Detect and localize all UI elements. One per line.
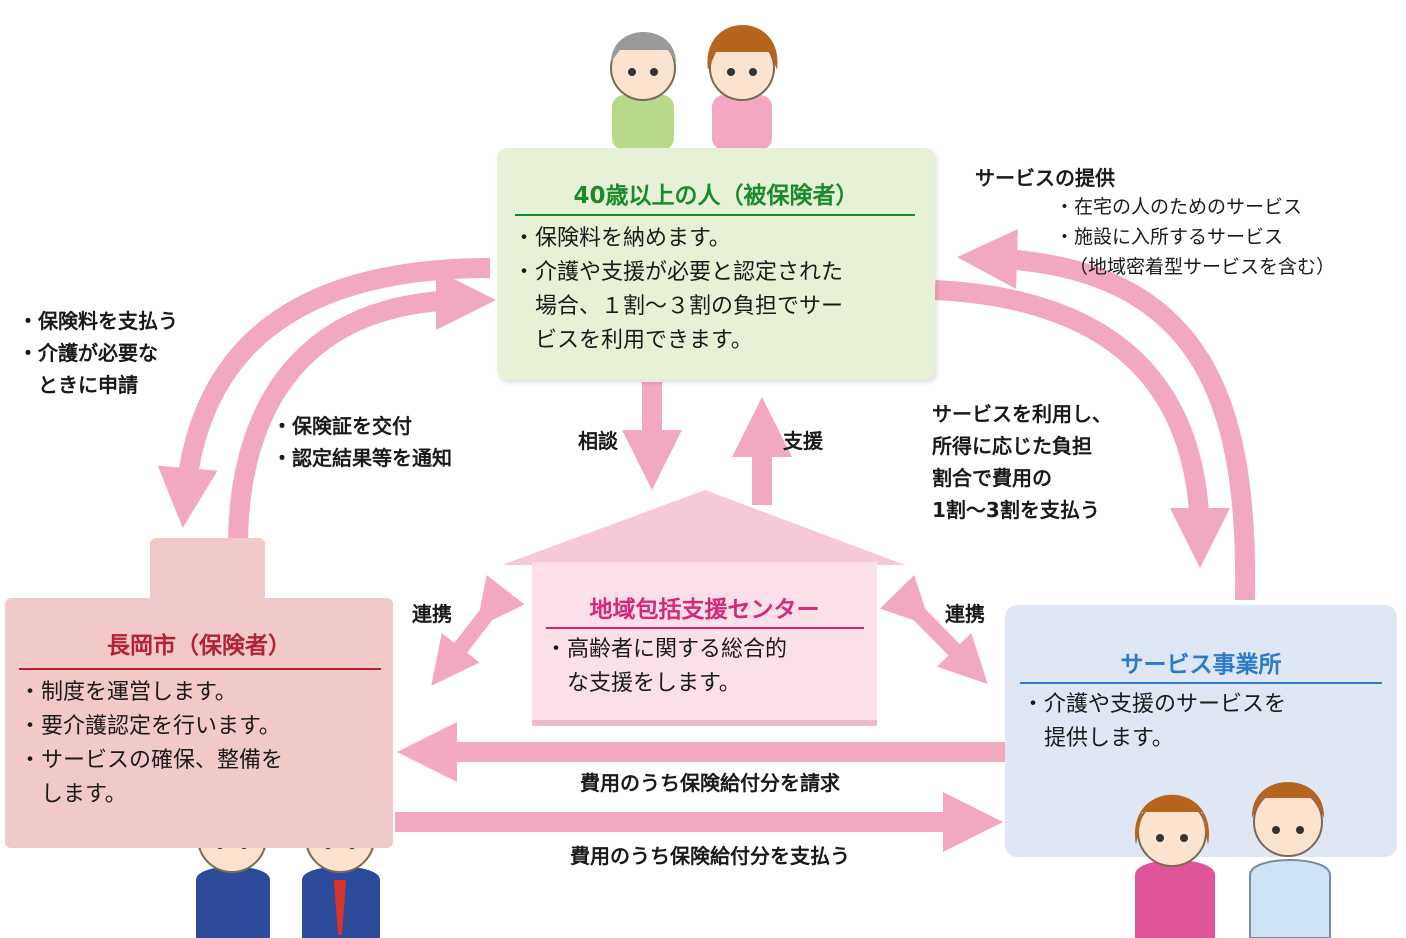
label-line: ・介護が必要な xyxy=(18,341,158,365)
center-line: ・高齢者に関する総合的 xyxy=(545,637,788,662)
label-line: 所得に応じた負担 xyxy=(932,434,1092,458)
provider-title: サービス事業所 xyxy=(1120,652,1282,678)
label-line: ・保険証を交付 xyxy=(272,414,412,438)
center-description: ・高齢者に関する総合的 な支援をします。 xyxy=(545,633,787,701)
city-building-top xyxy=(150,538,265,608)
arrow-insured-to-provider xyxy=(934,280,1230,568)
center-title-rule xyxy=(546,627,864,629)
city-box: 長岡市（保険者） ・制度を運営します。 ・要介護認定を行います。 ・サービスの確… xyxy=(5,598,393,848)
arrow-city-to-insured-outer xyxy=(157,258,491,528)
city-line: ・制度を運営します。 xyxy=(19,680,237,705)
provider-title-rule xyxy=(1020,682,1382,684)
insured-title: 40歳以上の人（被保険者） xyxy=(573,183,859,209)
arrow-cooperate-right xyxy=(879,574,988,684)
label-line: ・保険料を支払う xyxy=(18,309,178,333)
label-line: ・認定結果等を通知 xyxy=(272,446,452,470)
label-claim: 費用のうち保険給付分を請求 xyxy=(580,771,840,795)
city-title: 長岡市（保険者） xyxy=(107,633,291,659)
provider-staff-illustration xyxy=(1134,782,1331,938)
city-line: ・要介護認定を行います。 xyxy=(19,714,281,739)
label-consult: 相談 xyxy=(578,429,618,453)
insured-title-rule xyxy=(515,214,915,216)
label-line: ・在宅の人のためのサービス xyxy=(1055,196,1303,218)
insured-description: ・保険料を納めます。 ・介護や支援が必要と認定された 場合、１割～３割の負担でサ… xyxy=(513,222,843,358)
insured-line: ・保険料を納めます。 xyxy=(513,226,731,251)
insured-line: ・介護や支援が必要と認定された xyxy=(513,260,844,285)
city-title-rule xyxy=(19,668,381,670)
label-service-provision-items: ・在宅の人のためのサービス ・施設に入所するサービス （地域密着型サービスを含む… xyxy=(1055,192,1335,282)
arrow-provider-to-insured xyxy=(957,229,1256,601)
insured-line: ビスを利用できます。 xyxy=(513,328,753,353)
label-use-service: サービスを利用し、 所得に応じた負担 割合で費用の 1割～3割を支払う xyxy=(932,398,1112,526)
elderly-couple-illustration xyxy=(610,25,778,150)
provider-line: ・介護や支援のサービスを xyxy=(1022,692,1287,717)
label-support: 支援 xyxy=(783,429,823,453)
arrow-cooperate-left xyxy=(431,575,525,686)
city-description: ・制度を運営します。 ・要介護認定を行います。 ・サービスの確保、整備を します… xyxy=(19,676,283,812)
label-line: （地域密着型サービスを含む） xyxy=(1069,256,1336,278)
center-line: な支援をします。 xyxy=(545,671,741,696)
label-pay-premium: ・保険料を支払う ・介護が必要な ときに申請 xyxy=(18,305,178,401)
label-line: ときに申請 xyxy=(18,373,138,397)
city-line: します。 xyxy=(19,782,127,807)
label-cooperate-left: 連携 xyxy=(412,602,452,626)
label-line: 1割～3割を支払う xyxy=(932,498,1100,522)
center-title: 地域包括支援センター xyxy=(589,597,820,623)
label-line: サービスを利用し、 xyxy=(932,402,1112,426)
label-cooperate-right: 連携 xyxy=(945,602,985,626)
label-line: ・施設に入所するサービス xyxy=(1055,226,1284,248)
label-service-provision-title: サービスの提供 xyxy=(975,166,1115,190)
city-line: ・サービスの確保、整備を xyxy=(19,748,284,773)
label-line: 割合で費用の xyxy=(932,466,1052,490)
insured-box: 40歳以上の人（被保険者） ・保険料を納めます。 ・介護や支援が必要と認定された… xyxy=(497,148,935,380)
insured-line: 場合、１割～３割の負担でサー xyxy=(513,294,844,319)
label-payment: 費用のうち保険給付分を支払う xyxy=(570,844,850,868)
provider-line: 提供します。 xyxy=(1022,726,1174,751)
provider-description: ・介護や支援のサービスを 提供します。 xyxy=(1022,688,1286,756)
center-house xyxy=(502,490,905,726)
label-issue-card: ・保険証を交付 ・認定結果等を通知 xyxy=(272,410,452,474)
arrow-city-to-insured-inner xyxy=(228,270,496,541)
